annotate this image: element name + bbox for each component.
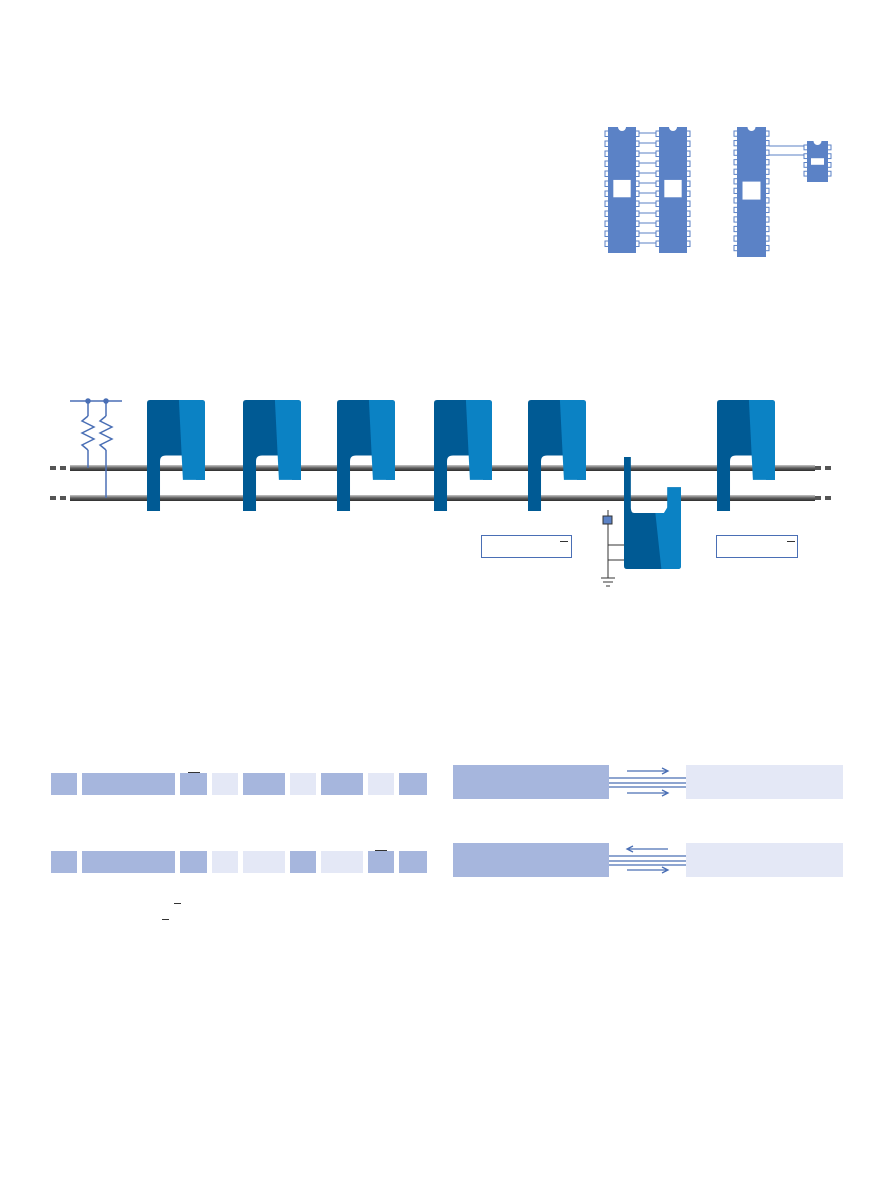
legend-overbar-2 — [162, 919, 169, 920]
dip-chip-icon — [655, 127, 691, 253]
bus-device-2 — [243, 400, 301, 511]
legend-overbar-1 — [174, 903, 181, 904]
frame-field — [321, 851, 363, 873]
hanging-device-wiring — [601, 510, 624, 587]
legend — [150, 895, 210, 925]
frame-write — [51, 772, 429, 795]
transfer-write-slave — [686, 765, 843, 799]
dip-chip-icon — [733, 127, 770, 257]
chip-interconnect — [639, 132, 804, 244]
dip-chip-icon — [803, 141, 832, 182]
bus-device-5 — [528, 400, 586, 511]
dip-chips-figure — [604, 127, 832, 257]
transfer-read-slave — [686, 843, 843, 877]
transfer-write — [453, 765, 843, 799]
bus-device-3 — [337, 400, 395, 511]
resistor-icon — [80, 415, 96, 451]
transfer-read — [453, 843, 843, 877]
frame-field — [399, 851, 427, 873]
frame-field — [399, 773, 427, 795]
frame-field — [290, 851, 316, 873]
capacitor-icon — [602, 515, 613, 525]
frame-read — [51, 850, 429, 873]
frame-field — [368, 850, 394, 873]
frame-field — [212, 773, 238, 795]
frame-field — [180, 772, 207, 795]
frame-field — [180, 851, 207, 873]
frame-field — [321, 773, 363, 795]
transfer-read-master — [453, 843, 609, 877]
frame-field — [290, 773, 316, 795]
frame-field — [212, 851, 238, 873]
bus-diagram — [50, 398, 831, 587]
bus-device-1 — [147, 400, 205, 511]
transfer-write-master — [453, 765, 609, 799]
frame-field — [368, 773, 394, 795]
frame-field — [243, 851, 285, 873]
frame-field — [51, 773, 77, 795]
frame-field — [51, 851, 77, 873]
frame-field — [82, 773, 175, 795]
frame-field — [82, 851, 175, 873]
frame-field — [243, 773, 285, 795]
bus-device-hanging — [624, 457, 681, 569]
bus-device-4 — [434, 400, 492, 511]
bus-device-6 — [717, 400, 775, 511]
address-box-2 — [716, 535, 798, 558]
pull-up-resistors — [70, 398, 122, 498]
address-box-1 — [481, 535, 572, 558]
resistor-icon — [98, 415, 114, 451]
dip-chip-icon — [604, 127, 640, 253]
